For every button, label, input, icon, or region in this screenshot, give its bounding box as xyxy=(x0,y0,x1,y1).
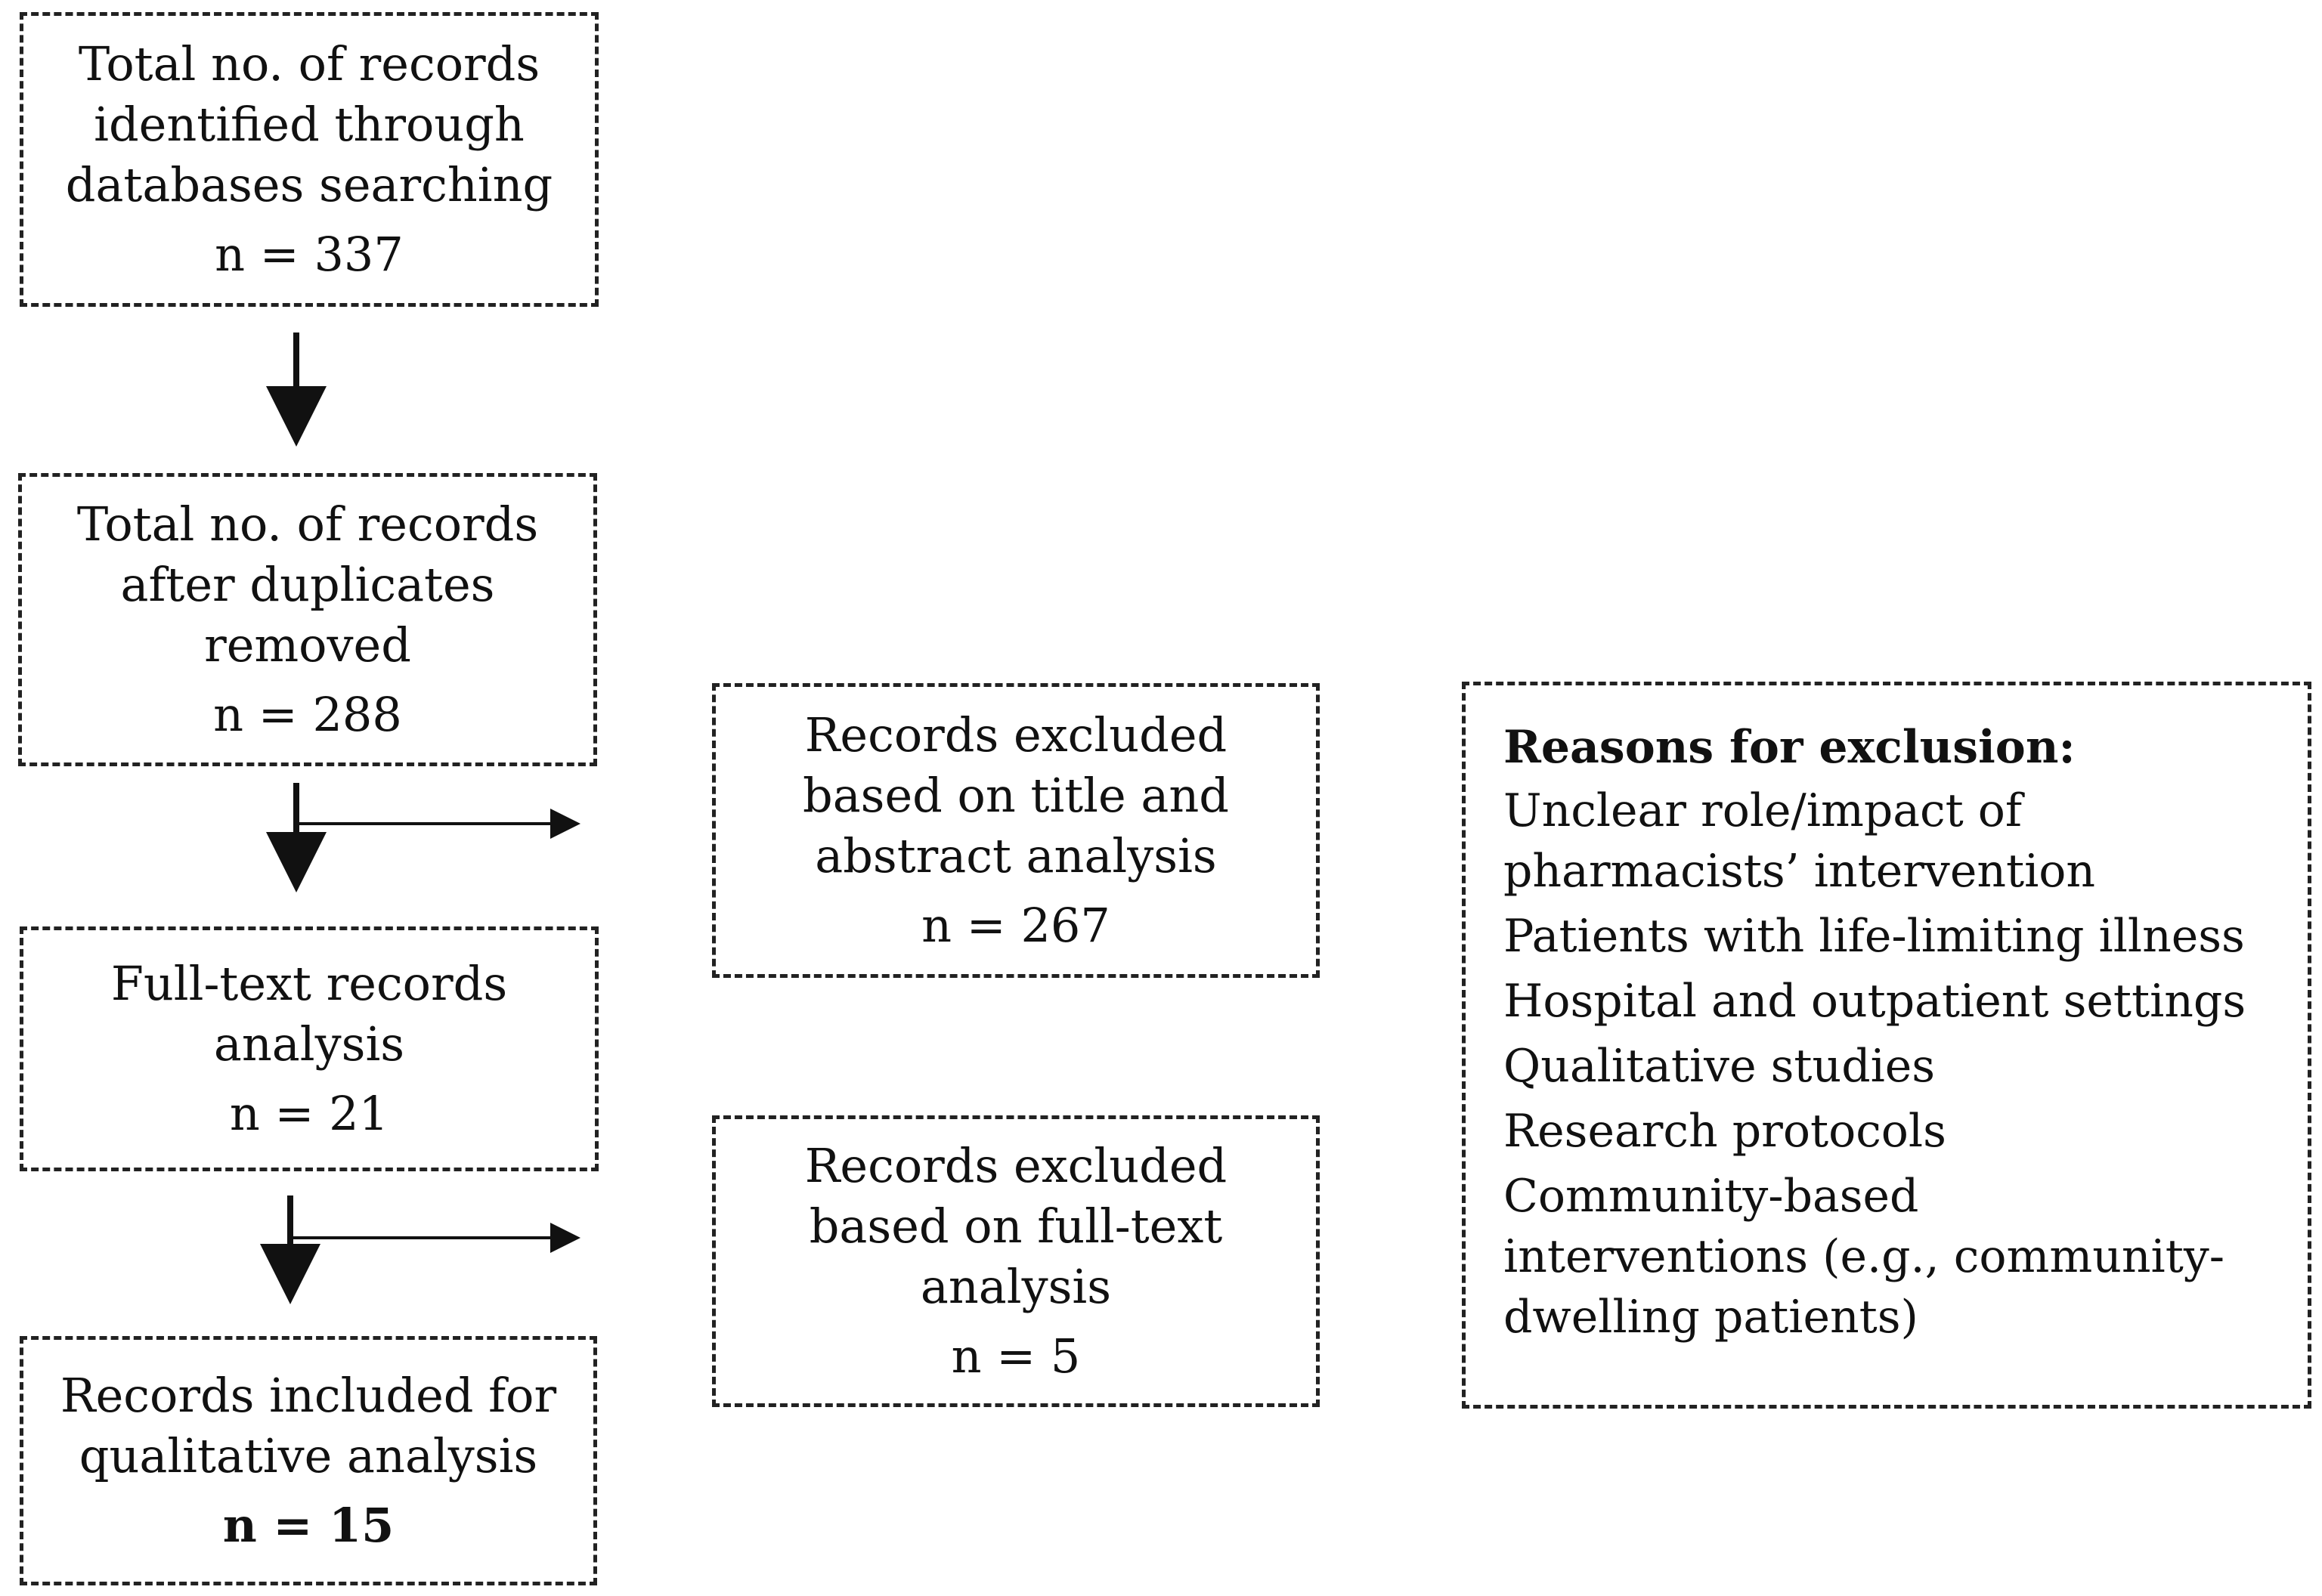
exclusion-reason-item: Hospital and outpatient settings xyxy=(1503,975,2246,1028)
records-identified-box: Total no. of records identified through … xyxy=(20,12,599,307)
excluded-title-abstract-label: Records excluded based on title and abst… xyxy=(803,707,1229,883)
exclusion-reason-item: Unclear role/impact of pharmacists’ inte… xyxy=(1503,784,2096,898)
records-identified-count: n = 337 xyxy=(215,227,404,282)
full-text-records-label: Full-text records analysis xyxy=(110,956,508,1072)
excluded-full-text-label: Records excluded based on full-text anal… xyxy=(804,1138,1228,1314)
records-after-duplicates-count: n = 288 xyxy=(213,687,402,742)
records-identified-label: Total no. of records identified through … xyxy=(65,36,553,212)
exclusion-reason-item: Community-based interventions (e.g., com… xyxy=(1503,1170,2224,1344)
records-included-box: Records included for qualitative analysi… xyxy=(20,1336,597,1585)
excluded-full-text-box: Records excluded based on full-text anal… xyxy=(712,1115,1320,1407)
exclusion-reason-item: Patients with life-limiting illness xyxy=(1503,910,2245,963)
exclusion-reasons-title: Reasons for exclusion: xyxy=(1503,721,2076,774)
records-after-duplicates-label: Total no. of records after duplicates re… xyxy=(76,496,539,673)
excluded-title-abstract-count: n = 267 xyxy=(921,898,1110,953)
exclusion-reasons-list: Unclear role/impact of pharmacists’ inte… xyxy=(1503,781,2246,1352)
excluded-full-text-count: n = 5 xyxy=(951,1328,1081,1384)
records-included-label: Records included for qualitative analysi… xyxy=(60,1368,557,1483)
full-text-records-box: Full-text records analysis n = 21 xyxy=(20,926,599,1171)
full-text-records-count: n = 21 xyxy=(229,1086,389,1141)
records-included-count: n = 15 xyxy=(222,1498,395,1553)
records-after-duplicates-box: Total no. of records after duplicates re… xyxy=(18,473,597,766)
exclusion-reasons-box: Reasons for exclusion: Unclear role/impa… xyxy=(1462,682,2311,1409)
exclusion-reason-item: Research protocols xyxy=(1503,1105,1946,1158)
excluded-title-abstract-box: Records excluded based on title and abst… xyxy=(712,683,1320,978)
exclusion-reason-item: Qualitative studies xyxy=(1503,1040,1936,1093)
